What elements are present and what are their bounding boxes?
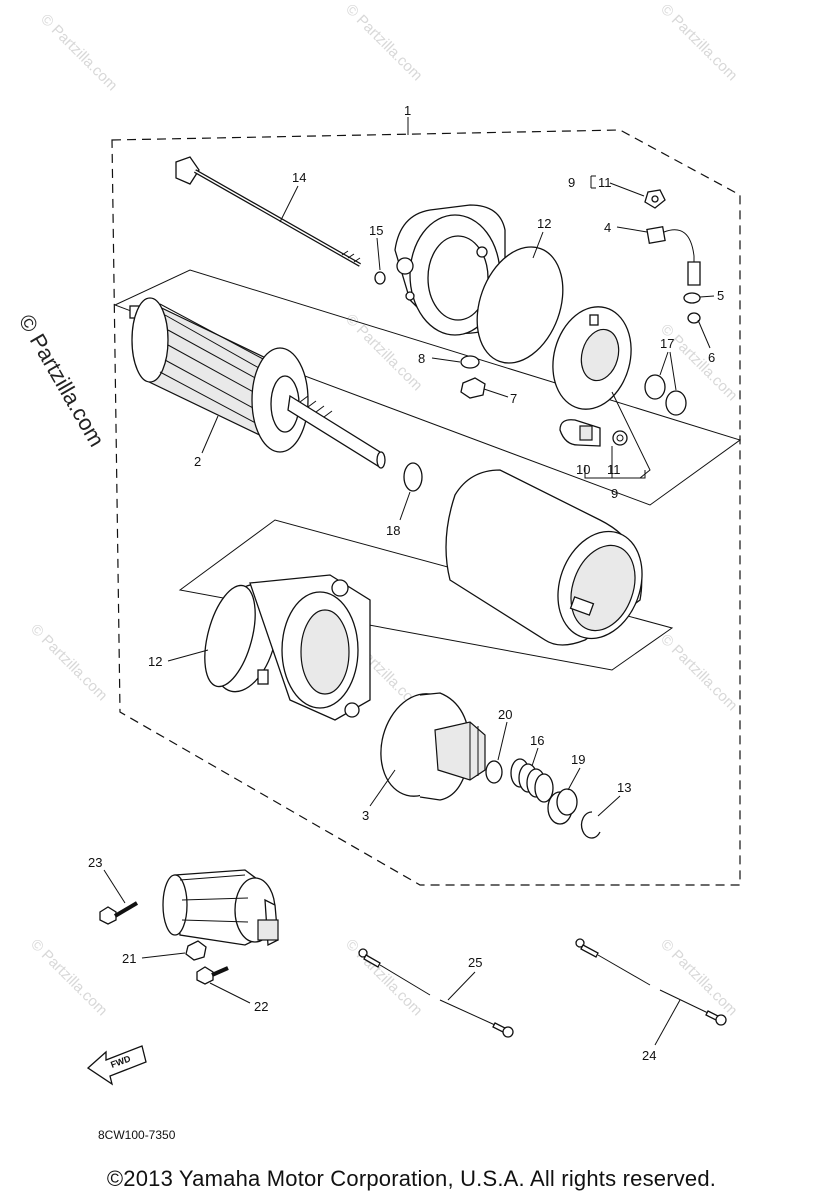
callout-3: 3: [362, 808, 369, 823]
watermark: © Partzilla.com: [657, 321, 740, 404]
callout-2: 2: [194, 454, 201, 469]
o-ring-12-upper: [476, 246, 564, 364]
washer-18: [403, 462, 423, 492]
leader-3: [369, 769, 396, 807]
washer-8: [460, 355, 480, 369]
leader-5: [699, 295, 715, 298]
copyright-notice: ©2013 Yamaha Motor Corporation, U.S.A. A…: [106, 1166, 717, 1191]
cable-24: [575, 938, 727, 1026]
leader-25: [447, 971, 476, 1001]
spring-16: [510, 758, 554, 803]
callout-21: 21: [122, 951, 136, 966]
watermark: © Partzilla.com: [657, 631, 740, 714]
brush-lead-part: [646, 225, 701, 286]
callout-12-lower: 12: [148, 654, 162, 669]
callout-25: 25: [468, 955, 482, 970]
spring-11: [612, 430, 628, 446]
fwd-arrow-icon: FWD: [86, 1045, 147, 1086]
watermark: © Partzilla.com: [342, 1, 425, 84]
watermark: © Partzilla.com: [342, 311, 425, 394]
callout-9-lower: 9: [611, 486, 618, 501]
leader-18: [399, 491, 411, 521]
leader-7: [483, 388, 509, 398]
exploded-plane-upper: [113, 269, 742, 506]
leader-6: [697, 319, 711, 349]
callout-24: 24: [642, 1048, 656, 1063]
reference-code: 8CW100-7350: [98, 1128, 176, 1142]
callout-18: 18: [386, 523, 400, 538]
watermark: © Partzilla.com: [27, 936, 110, 1019]
assembly-boundary: [111, 129, 741, 886]
leader-12-upper: [532, 231, 544, 259]
leader-12-lower: [167, 649, 209, 662]
leader-16: [531, 747, 539, 767]
starter-motor-overview: [162, 869, 279, 947]
leader-9-lower: [611, 391, 651, 479]
o-ring-6: [687, 312, 701, 324]
leader-4: [616, 226, 648, 233]
callout-14: 14: [292, 170, 306, 185]
callout-13: 13: [617, 780, 631, 795]
armature-part: [129, 297, 386, 469]
leader-15: [376, 237, 381, 271]
leader-21: [141, 952, 186, 959]
callout-7: 7: [510, 391, 517, 406]
leader-13: [597, 795, 621, 817]
leader-19: [567, 767, 581, 791]
leader-2: [201, 415, 219, 454]
yoke-part: [445, 469, 643, 646]
nut-21: [185, 940, 207, 961]
callout-1: 1: [404, 103, 411, 118]
callout-22: 22: [254, 999, 268, 1014]
callout-17: 17: [660, 336, 674, 351]
callout-15: 15: [369, 223, 383, 238]
callout-10: 10: [576, 462, 590, 477]
o-ring-15: [374, 271, 386, 285]
callout-4: 4: [604, 220, 611, 235]
washer-20: [485, 760, 503, 784]
leader-24: [654, 999, 681, 1046]
callout-23: 23: [88, 855, 102, 870]
callout-16: 16: [530, 733, 544, 748]
circlip-13: [580, 811, 601, 839]
brush-plate-part: [552, 306, 632, 410]
o-ring-12-lower: [204, 584, 256, 688]
leader-22: [209, 982, 251, 1004]
callout-6: 6: [708, 350, 715, 365]
watermark: © Partzilla.com: [37, 11, 120, 94]
leader-14: [279, 185, 299, 223]
leader-20: [497, 721, 508, 761]
callout-8: 8: [418, 351, 425, 366]
watermark: © Partzilla.com: [27, 621, 110, 704]
watermark: © Partzilla.com: [342, 936, 425, 1019]
callout-11-lower: 11: [607, 462, 621, 477]
leader-11-top: [609, 182, 645, 197]
callout-5: 5: [717, 288, 724, 303]
callout-20: 20: [498, 707, 512, 722]
leader-17: [659, 351, 677, 391]
watermark-left: © Partzilla.com: [14, 310, 110, 451]
nut-7: [460, 377, 486, 399]
bolt-23: [99, 901, 139, 925]
watermark: © Partzilla.com: [657, 936, 740, 1019]
callout-12-upper: 12: [537, 216, 551, 231]
collar-19: [547, 788, 578, 825]
bolt-22: [196, 966, 229, 985]
watermark-grid: © Partzilla.com © Partzilla.com © Partzi…: [14, 1, 741, 1019]
long-bolt-part: [175, 156, 361, 267]
callout-19: 19: [571, 752, 585, 767]
washer-17b: [665, 390, 687, 416]
callout-11-top: 11: [598, 175, 612, 190]
watermark: © Partzilla.com: [657, 1, 740, 84]
washer-17a: [644, 374, 666, 400]
exploded-plane-lower: [178, 519, 674, 671]
bracket-9-11: [590, 175, 596, 189]
cable-25: [358, 948, 514, 1038]
leader-23: [103, 869, 126, 904]
starter-clutch-part: [380, 692, 486, 801]
callout-9-top: 9: [568, 175, 575, 190]
washer-5: [683, 292, 701, 304]
leader-8: [431, 357, 461, 363]
